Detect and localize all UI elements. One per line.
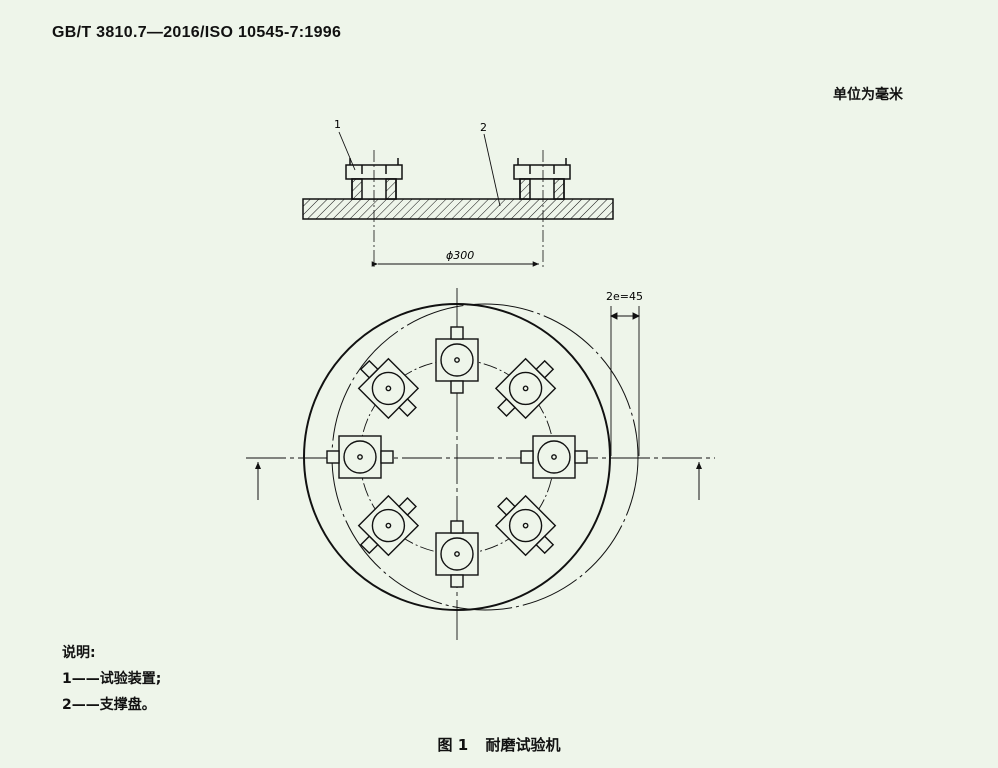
legend-item: 2——支撑盘。 xyxy=(62,697,156,713)
diameter-label: ϕ300 xyxy=(446,249,474,262)
legend: 说明: 1——试验装置; 2——支撑盘。 xyxy=(62,640,161,718)
side-view: 1 2 ϕ300 xyxy=(302,118,614,268)
figure-number: 图 1 xyxy=(437,736,469,754)
test-device-plan xyxy=(326,435,394,479)
legend-title: 说明: xyxy=(62,645,96,661)
test-device-plan xyxy=(357,494,420,557)
eccentricity-label: 2e=45 xyxy=(606,290,643,303)
test-device-side-right xyxy=(513,158,571,200)
label-1: 1 xyxy=(334,118,341,131)
test-device-plan xyxy=(494,357,557,420)
document-header: GB/T 3810.7—2016/ISO 10545-7:1996 xyxy=(52,24,342,41)
test-device-plan xyxy=(435,326,479,394)
eccentricity-dimension xyxy=(609,306,641,456)
plan-view: 2e=45 xyxy=(246,288,715,640)
test-device-plan xyxy=(494,494,557,557)
support-disc-section xyxy=(302,198,614,220)
figure-title: 耐磨试验机 xyxy=(485,736,561,754)
test-device-plan xyxy=(520,435,588,479)
legend-item: 1——试验装置; xyxy=(62,671,162,687)
test-device-plan xyxy=(435,520,479,588)
label-2: 2 xyxy=(480,121,487,134)
test-devices-plan xyxy=(326,326,588,588)
test-device-plan xyxy=(357,357,420,420)
unit-note: 单位为毫米 xyxy=(833,87,903,103)
figure-caption: 图 1 耐磨试验机 xyxy=(0,734,998,755)
